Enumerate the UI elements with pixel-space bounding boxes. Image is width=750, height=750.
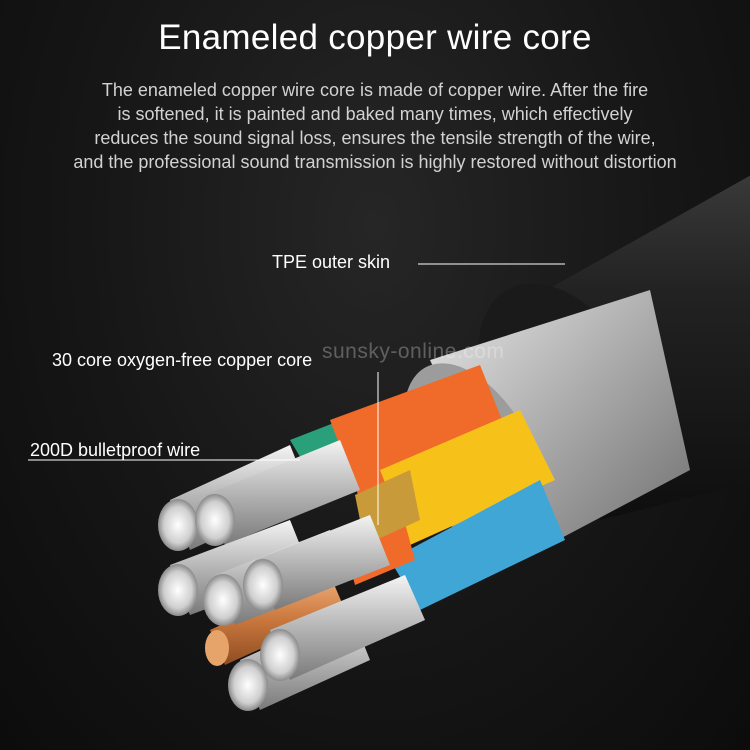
page-title: Enameled copper wire core <box>158 18 592 57</box>
watermark: sunsky-online.com <box>322 340 505 363</box>
copper-strands <box>205 575 345 666</box>
yellow-insulation <box>380 410 555 545</box>
outer-skin-label: TPE outer skin <box>272 252 391 272</box>
description-line: and the professional sound transmission … <box>73 152 677 172</box>
bulletproof-wire-label: 200D bulletproof wire <box>30 440 201 460</box>
description-line: The enameled copper wire core is made of… <box>101 80 649 100</box>
orange-insulation <box>330 365 510 500</box>
copper-core-label: 30 core oxygen-free copper core <box>52 350 313 370</box>
description-line: is softened, it is painted and baked man… <box>117 104 633 124</box>
blue-insulation <box>390 480 565 610</box>
description-line: reduces the sound signal loss, ensures t… <box>94 128 656 148</box>
tinned-strand-bundles <box>158 440 425 711</box>
description-paragraph: The enameled copper wire core is made of… <box>20 78 730 174</box>
